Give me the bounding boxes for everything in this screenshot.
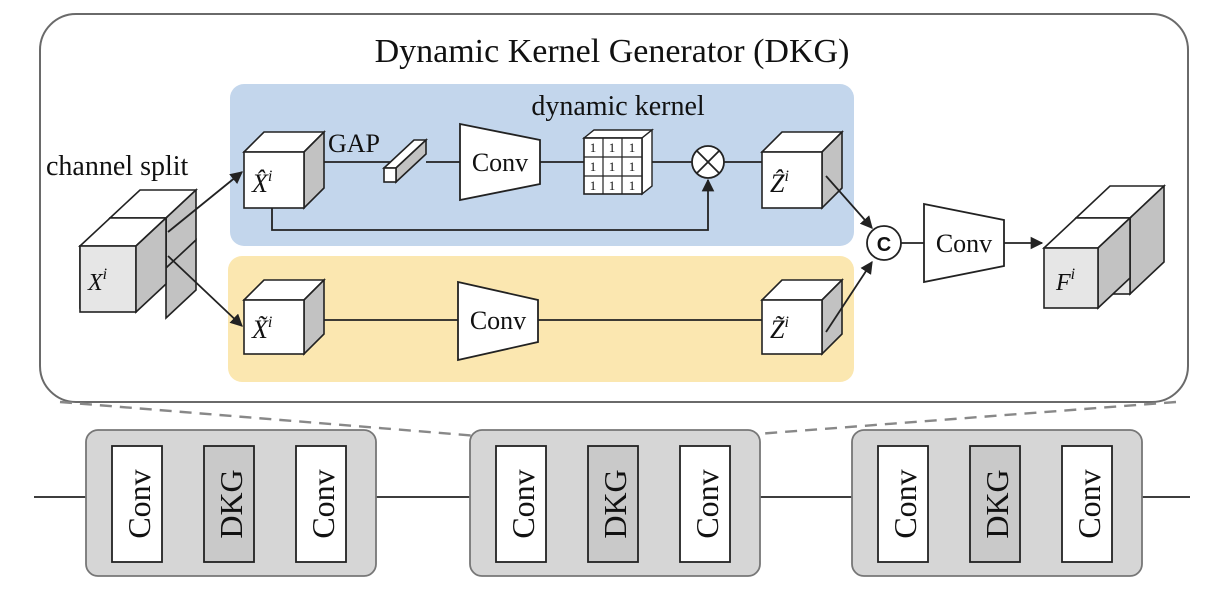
svg-text:Fi: Fi xyxy=(1055,266,1075,296)
block-2-dkg: DKG xyxy=(597,469,633,538)
upper-input-tensor: X̂i xyxy=(242,130,326,210)
gap-vector xyxy=(381,138,429,184)
upper-input-sup: i xyxy=(268,168,272,185)
lower-output-sup: i xyxy=(784,314,788,331)
output-tensor-label: F xyxy=(1055,270,1071,296)
svg-text:Xi: Xi xyxy=(87,266,107,296)
block-3-dkg: DKG xyxy=(979,469,1015,538)
lower-conv-block xyxy=(457,280,539,362)
kernel-cell: 1 xyxy=(629,159,636,174)
kernel-cell: 1 xyxy=(629,178,636,193)
upper-output-sup: i xyxy=(784,168,788,185)
encoder-block-2: Conv DKG Conv xyxy=(469,429,761,577)
output-tensor: Fi xyxy=(1041,184,1167,310)
svg-text:X̂i: X̂i xyxy=(251,168,272,198)
multiply-icon xyxy=(691,145,725,179)
kernel-cell: 1 xyxy=(609,159,616,174)
block-2-conv-2: Conv xyxy=(689,469,725,538)
concat-icon: C xyxy=(866,225,902,261)
fusion-conv-label: Conv xyxy=(936,229,992,258)
output-tensor-sup: i xyxy=(1071,266,1075,283)
lower-input-sup: i xyxy=(268,314,272,331)
encoder-block-1: Conv DKG Conv xyxy=(85,429,377,577)
upper-input-label: X̂ xyxy=(251,169,269,198)
kernel-cell: 1 xyxy=(629,140,636,155)
lower-output-label: Z̃ xyxy=(770,315,785,344)
upper-output-label: Ẑ xyxy=(770,169,785,198)
block-1-conv-2: Conv xyxy=(305,469,341,538)
lower-input-tensor: X̃i xyxy=(242,278,326,356)
lower-input-label: X̃ xyxy=(251,315,269,344)
upper-branch-bg xyxy=(230,84,854,246)
dkg-title: Dynamic Kernel Generator (DKG) xyxy=(375,33,850,70)
upper-output-tensor: Ẑi xyxy=(760,130,844,210)
svg-text:Ẑi: Ẑi xyxy=(770,168,789,198)
kernel-cell: 1 xyxy=(590,159,597,174)
upper-conv-label: Conv xyxy=(472,148,528,177)
block-3-conv-2: Conv xyxy=(1071,469,1107,538)
block-1-conv-1: Conv xyxy=(121,469,157,538)
kernel-cell: 1 xyxy=(609,140,616,155)
svg-text:Z̃i: Z̃i xyxy=(770,314,789,344)
lower-output-tensor: Z̃i xyxy=(760,278,844,356)
block-3-conv-1: Conv xyxy=(887,469,923,538)
fusion-conv-block xyxy=(923,202,1005,284)
input-tensor-sup: i xyxy=(103,266,107,283)
upper-conv-block xyxy=(459,122,541,202)
gap-label: GAP xyxy=(328,129,380,158)
block-1-dkg: DKG xyxy=(213,469,249,538)
kernel-cell: 1 xyxy=(590,178,597,193)
svg-text:X̃i: X̃i xyxy=(251,314,272,344)
dynamic-kernel-grid: 1 1 1 1 1 1 1 1 1 xyxy=(582,128,654,196)
input-tensor: Xi xyxy=(77,188,199,320)
dynamic-kernel-label: dynamic kernel xyxy=(531,91,705,122)
lower-branch-bg xyxy=(228,256,854,382)
input-tensor-label: X xyxy=(87,270,104,296)
kernel-cell: 1 xyxy=(590,140,597,155)
encoder-block-3: Conv DKG Conv xyxy=(851,429,1143,577)
channel-split-label: channel split xyxy=(46,151,189,182)
lower-conv-label: Conv xyxy=(470,306,526,335)
block-2-conv-1: Conv xyxy=(505,469,541,538)
concat-label: C xyxy=(877,234,891,256)
kernel-cell: 1 xyxy=(609,178,616,193)
